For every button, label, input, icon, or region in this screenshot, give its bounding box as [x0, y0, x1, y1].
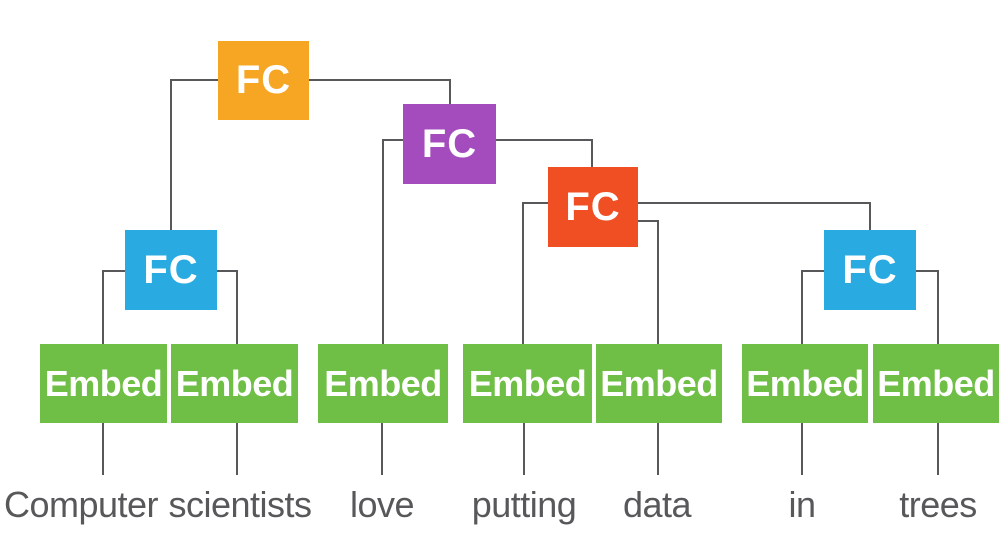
embed-node-3: Embed [318, 344, 448, 423]
fc-node-right-pair: FC [824, 230, 916, 310]
edge-purple-to-embed-love [382, 139, 403, 344]
fc-node-label: FC [143, 247, 199, 292]
word-token: Computer [3, 484, 159, 525]
word-token: love [349, 484, 415, 525]
fc-node-label: FC [842, 247, 898, 292]
edge-purple-to-red-fc [496, 139, 593, 167]
embed-node-label: Embed [600, 362, 718, 404]
fc-node-root: FC [218, 41, 309, 120]
fc-node-red: FC [548, 167, 638, 247]
edge-leftpair-to-embed-1 [102, 270, 125, 344]
word-token: scientists [168, 484, 312, 525]
edge-leftpair-to-embed-2 [217, 270, 238, 344]
fc-node-label: FC [235, 58, 292, 102]
embed-node-label: Embed [746, 362, 864, 404]
fc-node-label: FC [565, 184, 621, 229]
embed-node-7: Embed [873, 344, 999, 423]
embed-node-label: Embed [175, 362, 294, 404]
edge-root-to-left-pair-fc [170, 79, 218, 230]
fc-node-label: FC [421, 121, 478, 166]
edge-red-to-embed-putting [522, 202, 548, 344]
word-token: in [788, 484, 816, 525]
embed-node-4: Embed [463, 344, 592, 423]
edge-red-to-right-pair-fc [638, 202, 871, 230]
embed-node-6: Embed [742, 344, 868, 423]
fc-node-purple: FC [403, 104, 496, 184]
word-token: data [622, 484, 692, 525]
edge-red-to-embed-data [638, 220, 659, 344]
word-token: trees [899, 484, 977, 525]
embed-node-label: Embed [44, 362, 163, 404]
edge-rightpair-to-embed-6 [801, 270, 824, 344]
embed-node-1: Embed [40, 344, 167, 423]
embed-node-2: Embed [171, 344, 298, 423]
embed-node-label: Embed [468, 362, 587, 404]
edge-root-to-purple-fc [309, 79, 451, 104]
edge-rightpair-to-embed-7 [915, 270, 939, 344]
embed-node-label: Embed [877, 362, 995, 404]
embed-node-5: Embed [596, 344, 722, 423]
fc-node-left-pair: FC [125, 230, 217, 310]
word-token: putting [471, 484, 577, 525]
embed-node-label: Embed [324, 362, 442, 404]
